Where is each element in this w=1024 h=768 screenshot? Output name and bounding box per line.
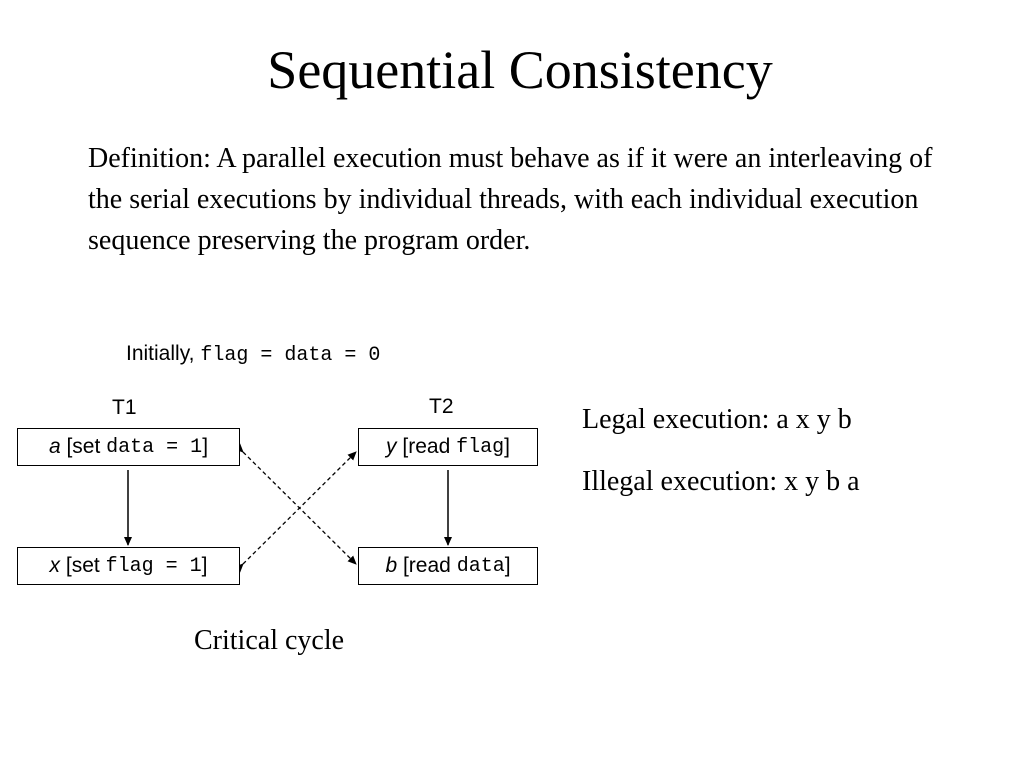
op-var: y bbox=[386, 435, 397, 458]
op-box-y: y [read flag] bbox=[358, 428, 538, 466]
op-code: flag bbox=[456, 435, 505, 459]
initial-label: Initially, bbox=[126, 342, 195, 365]
conflict-arrow-x-y bbox=[234, 451, 357, 573]
op-suffix: ] bbox=[201, 554, 208, 577]
initial-code: flag = data = 0 bbox=[200, 344, 381, 367]
thread-label-t1: T1 bbox=[112, 396, 137, 419]
legal-execution: Legal execution: a x y b bbox=[582, 404, 852, 435]
op-suffix: ] bbox=[504, 435, 510, 458]
op-suffix: ] bbox=[202, 435, 209, 458]
thread-label-t2: T2 bbox=[429, 395, 454, 418]
op-var: b bbox=[385, 554, 398, 577]
op-suffix: ] bbox=[504, 554, 511, 577]
initial-condition: Initially, flag = data = 0 bbox=[126, 340, 380, 370]
op-box-a: a [set data = 1] bbox=[17, 428, 240, 466]
op-code: data = 1 bbox=[106, 435, 203, 459]
op-prefix: [read bbox=[396, 435, 457, 458]
critical-cycle-caption: Critical cycle bbox=[194, 625, 345, 656]
op-prefix: [set bbox=[60, 554, 106, 577]
op-code: data bbox=[456, 554, 505, 578]
op-var: x bbox=[49, 554, 61, 577]
slide-title: Sequential Consistency bbox=[267, 40, 773, 100]
op-code: flag = 1 bbox=[105, 554, 202, 578]
definition-text: Definition: A parallel execution must be… bbox=[88, 143, 933, 256]
op-box-b: b [read data] bbox=[358, 547, 538, 585]
op-prefix: [set bbox=[60, 435, 107, 458]
illegal-execution: Illegal execution: x y b a bbox=[582, 466, 860, 497]
op-var: a bbox=[48, 435, 61, 458]
op-box-x: x [set flag = 1] bbox=[17, 547, 240, 585]
op-prefix: [read bbox=[397, 554, 457, 577]
